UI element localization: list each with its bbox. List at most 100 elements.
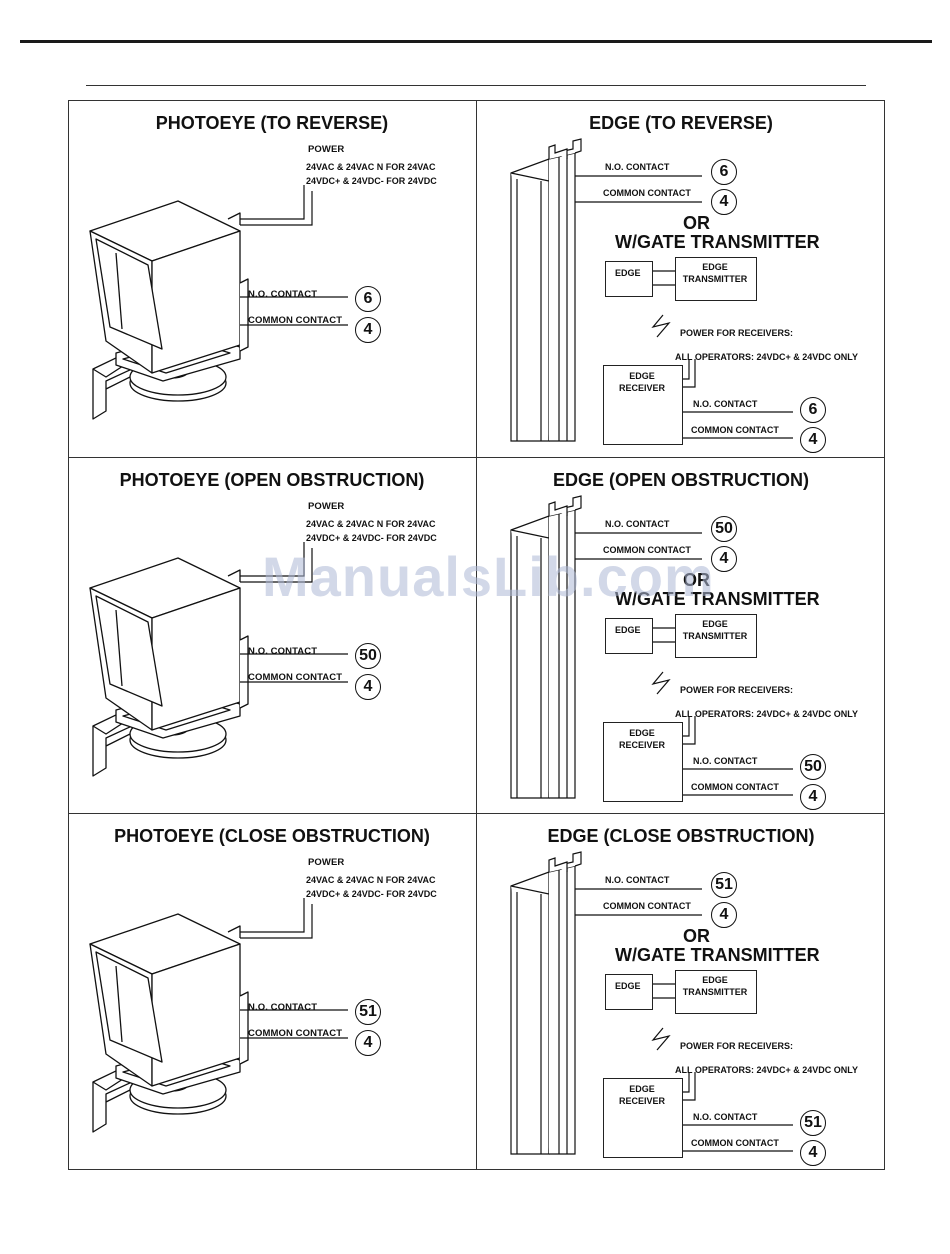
panel-edge-to-reverse: EDGE (TO REVERSE) N.O. CONTACT COMMON CONT… [477,101,885,457]
common-terminal-number: 4 [711,189,737,215]
receiver-no-contact-label: N.O. CONTACT [693,399,758,409]
edge-receiver-label: RECEIVER [618,383,665,393]
edge-receiver-label: RECEIVER [618,1096,665,1106]
common-contact-label: COMMON CONTACT [248,315,343,326]
edge-sensor-illustration [510,851,793,1155]
power-receivers-label: POWER FOR RECEIVERS: [680,328,794,338]
no-contact-label: N.O. CONTACT [248,289,318,300]
panel-title: PHOTOEYE (CLOSE OBSTRUCTION) [114,826,430,846]
edge-receiver-box [603,365,683,445]
top-rule [20,40,932,43]
no-terminal-number: 51 [711,872,737,898]
edge-receiver-label: EDGE [629,1084,655,1094]
receiver-common-contact-label: COMMON CONTACT [691,782,779,792]
panel-photoeye-open-obstruction: PHOTOEYE (OPEN OBSTRUCTION) POWER 24VAC & … [68,458,476,814]
receiver-no-terminal-number: 50 [800,754,826,780]
power-receivers-label: POWER FOR RECEIVERS: [680,685,794,695]
photoeye-illustration [89,542,348,777]
all-operators-label: ALL OPERATORS: 24VDC+ & 24VDC ONLY [675,709,858,719]
receiver-no-contact-label: N.O. CONTACT [693,1112,758,1122]
power-ac-label: 24VAC & 24VAC N FOR 24VAC [306,519,436,529]
receiver-no-terminal-number: 51 [800,1110,826,1136]
receiver-no-terminal-number: 6 [800,397,826,423]
no-contact-label: N.O. CONTACT [605,162,670,172]
no-contact-label: N.O. CONTACT [248,646,318,657]
edge-box [605,974,653,1010]
gate-transmitter-heading: W/GATE TRANSMITTER [615,589,820,609]
receiver-common-contact-label: COMMON CONTACT [691,425,779,435]
power-ac-label: 24VAC & 24VAC N FOR 24VAC [306,162,436,172]
power-dc-label: 24VDC+ & 24VDC- FOR 24VDC [306,889,437,899]
no-terminal-number: 50 [355,643,381,669]
common-contact-label: COMMON CONTACT [248,672,343,683]
power-dc-label: 24VDC+ & 24VDC- FOR 24VDC [306,176,437,186]
edge-transmitter-box [675,257,757,301]
no-contact-label: N.O. CONTACT [605,519,670,529]
power-ac-label: 24VAC & 24VAC N FOR 24VAC [306,875,436,885]
common-contact-label: COMMON CONTACT [603,901,691,911]
common-terminal-number: 4 [355,1030,381,1056]
common-terminal-number: 4 [355,317,381,343]
edge-receiver-label: EDGE [629,371,655,381]
common-terminal-number: 4 [355,674,381,700]
edge-transmitter-label: TRANSMITTER [682,987,748,997]
edge-transmitter-label: TRANSMITTER [682,274,748,284]
receiver-common-terminal-number: 4 [800,784,826,810]
no-terminal-number: 6 [711,159,737,185]
gate-transmitter-heading: W/GATE TRANSMITTER [615,945,820,965]
no-terminal-number: 6 [355,286,381,312]
receiver-common-terminal-number: 4 [800,1140,826,1166]
gate-transmitter-heading: W/GATE TRANSMITTER [615,232,820,252]
power-label: POWER [308,857,345,868]
panel-edge-open-obstruction: EDGE (OPEN OBSTRUCTION) N.O. CONTACT COMMO… [477,458,885,814]
photoeye-illustration [89,898,348,1133]
edge-box-label: EDGE [615,268,641,278]
panel-title: EDGE (OPEN OBSTRUCTION) [552,470,809,490]
edge-box-label: EDGE [615,625,641,635]
watermark: ManualsLib.com [262,545,715,608]
common-terminal-number: 4 [711,902,737,928]
edge-sensor-illustration [510,138,793,442]
panel-title: EDGE (TO REVERSE) [589,113,773,133]
edge-transmitter-label: TRANSMITTER [682,631,748,641]
edge-receiver-label: EDGE [629,728,655,738]
power-label: POWER [308,144,345,155]
receiver-common-contact-label: COMMON CONTACT [691,1138,779,1148]
edge-receiver-box [603,722,683,802]
panel-title: EDGE (CLOSE OBSTRUCTION) [547,826,815,846]
or-label: OR [683,570,710,590]
edge-transmitter-label: EDGE [702,262,728,272]
receiver-no-contact-label: N.O. CONTACT [693,756,758,766]
all-operators-label: ALL OPERATORS: 24VDC+ & 24VDC ONLY [675,1065,858,1075]
edge-sensor-illustration [510,495,793,799]
no-terminal-number: 50 [711,516,737,542]
all-operators-label: ALL OPERATORS: 24VDC+ & 24VDC ONLY [675,352,858,362]
no-terminal-number: 51 [355,999,381,1025]
or-label: OR [683,213,710,233]
no-contact-label: N.O. CONTACT [248,1002,318,1013]
header-rule [86,85,866,86]
power-label: POWER [308,501,345,512]
grid-row-divider [68,813,885,814]
edge-receiver-box [603,1078,683,1158]
panel-title: PHOTOEYE (TO REVERSE) [155,113,389,133]
edge-box [605,618,653,654]
edge-box-label: EDGE [615,981,641,991]
panel-edge-close-obstruction: EDGE (CLOSE OBSTRUCTION) N.O. CONTACT COMM… [477,814,885,1170]
grid-row-divider [68,457,885,458]
no-contact-label: N.O. CONTACT [605,875,670,885]
power-receivers-label: POWER FOR RECEIVERS: [680,1041,794,1051]
edge-transmitter-box [675,970,757,1014]
common-contact-label: COMMON CONTACT [248,1028,343,1039]
edge-transmitter-label: EDGE [702,619,728,629]
edge-receiver-label: RECEIVER [618,740,665,750]
edge-box [605,261,653,297]
edge-transmitter-label: EDGE [702,975,728,985]
grid-column-divider [476,100,477,1170]
common-terminal-number: 4 [711,546,737,572]
panel-title: PHOTOEYE (OPEN OBSTRUCTION) [119,470,425,490]
panel-photoeye-close-obstruction: PHOTOEYE (CLOSE OBSTRUCTION) POWER 24VAC &… [68,814,476,1170]
common-contact-label: COMMON CONTACT [603,545,691,555]
power-dc-label: 24VDC+ & 24VDC- FOR 24VDC [306,533,437,543]
photoeye-illustration [89,185,348,420]
